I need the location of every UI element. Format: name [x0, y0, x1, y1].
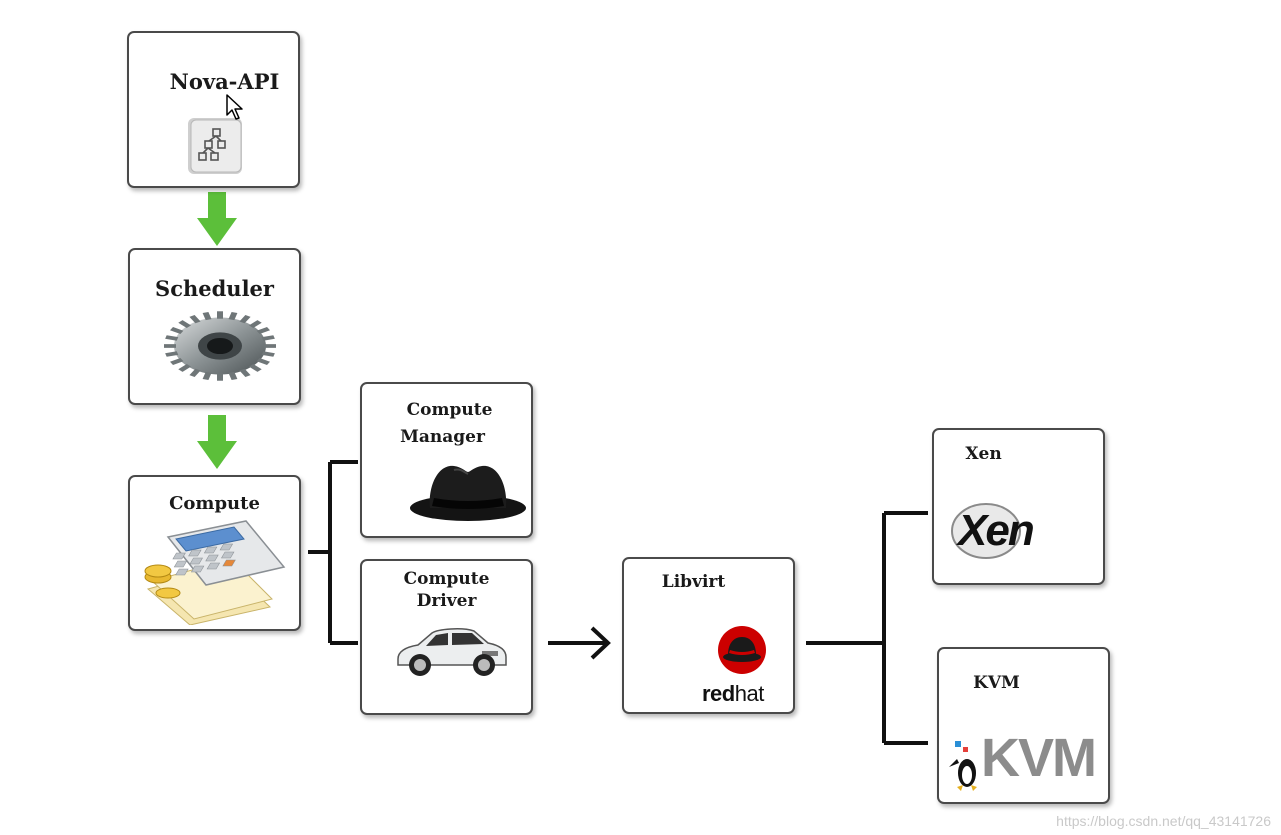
xen-logo — [951, 503, 1021, 559]
bracket-compute — [308, 460, 358, 645]
kvm-node: KVM KVM — [937, 647, 1110, 804]
compute-driver-label-line1: Compute — [403, 569, 490, 589]
black-hat-icon — [410, 465, 526, 521]
kvm-wordmark: KVM — [981, 728, 1097, 788]
compute-manager-node: Compute Manager — [360, 382, 533, 538]
compute-driver-node: Compute Driver — [360, 559, 533, 715]
scheduler-label: Scheduler — [155, 276, 274, 301]
gear-icon — [164, 311, 276, 381]
compute-node: Compute — [128, 475, 301, 631]
compute-driver-label-line2: Driver — [416, 591, 477, 611]
nova-api-node: Nova-API — [127, 31, 300, 188]
kvm-label: KVM — [973, 673, 1020, 693]
car-icon — [397, 628, 507, 676]
compute-label: Compute — [169, 493, 260, 514]
scheduler-node: Scheduler — [128, 248, 301, 405]
redhat-wordmark-hat: hat — [734, 681, 765, 706]
libvirt-label: Libvirt — [661, 572, 726, 592]
nova-api-label: Nova-API — [169, 69, 280, 94]
kvm-penguin-icon — [949, 741, 977, 791]
redhat-wordmark: redhat — [702, 681, 764, 707]
xen-node: Xen Xen — [932, 428, 1105, 585]
watermark: https://blog.csdn.net/qq_43141726 — [1056, 813, 1271, 829]
green-arrow-nova-to-scheduler — [197, 192, 237, 246]
compute-manager-label-line1: Compute — [406, 400, 493, 420]
redhat-logo — [718, 626, 766, 674]
mouse-cursor-icon — [226, 94, 243, 120]
redhat-wordmark-red: red — [702, 681, 735, 706]
compute-manager-label-line2: Manager — [400, 427, 485, 447]
xen-wordmark: Xen — [958, 506, 1035, 555]
xen-label: Xen — [965, 444, 1002, 464]
bracket-libvirt — [806, 511, 928, 745]
calculator-icon — [144, 520, 286, 625]
document-tree-icon — [188, 118, 242, 174]
green-arrow-scheduler-to-compute — [197, 415, 237, 469]
arrow-driver-to-libvirt — [548, 626, 611, 660]
libvirt-node: Libvirt redhat — [622, 557, 795, 714]
